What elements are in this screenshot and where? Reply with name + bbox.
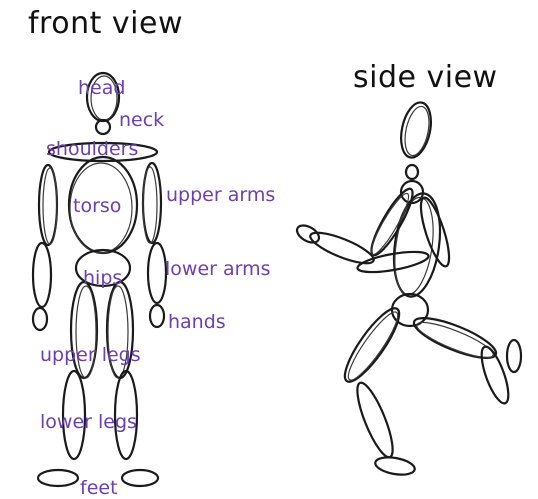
- side-foot-front: [507, 340, 521, 372]
- side-hand-front: [294, 222, 322, 246]
- front-hand-right: [150, 305, 164, 327]
- side-upper-arm-front: [365, 185, 419, 260]
- front-lower-arm-left: [33, 243, 51, 307]
- label-upper-arms: upper arms: [166, 186, 275, 205]
- front-foot-left: [38, 470, 78, 486]
- label-lower-arms: lower arms: [165, 260, 271, 279]
- label-lower-legs: lower legs: [40, 413, 137, 432]
- label-hips: hips: [83, 269, 122, 288]
- front-hand-left: [33, 308, 47, 330]
- label-torso: torso: [73, 197, 121, 216]
- front-foot-right: [122, 470, 158, 486]
- label-neck: neck: [119, 111, 164, 130]
- side-view-figure: [294, 100, 521, 478]
- front-view-heading: front view: [28, 6, 183, 41]
- side-view-heading: side view: [353, 60, 498, 95]
- side-lower-leg-back: [351, 379, 400, 461]
- side-torso: [388, 190, 446, 299]
- label-hands: hands: [168, 313, 226, 332]
- side-foot-back: [374, 455, 416, 478]
- label-shoulders: shoulders: [46, 140, 138, 159]
- label-upper-legs: upper legs: [40, 346, 141, 365]
- front-lower-arm-right: [148, 243, 166, 303]
- side-neck: [406, 165, 418, 179]
- side-upper-leg-back: [337, 302, 407, 388]
- label-feet: feet: [80, 479, 118, 498]
- label-head: head: [78, 79, 125, 98]
